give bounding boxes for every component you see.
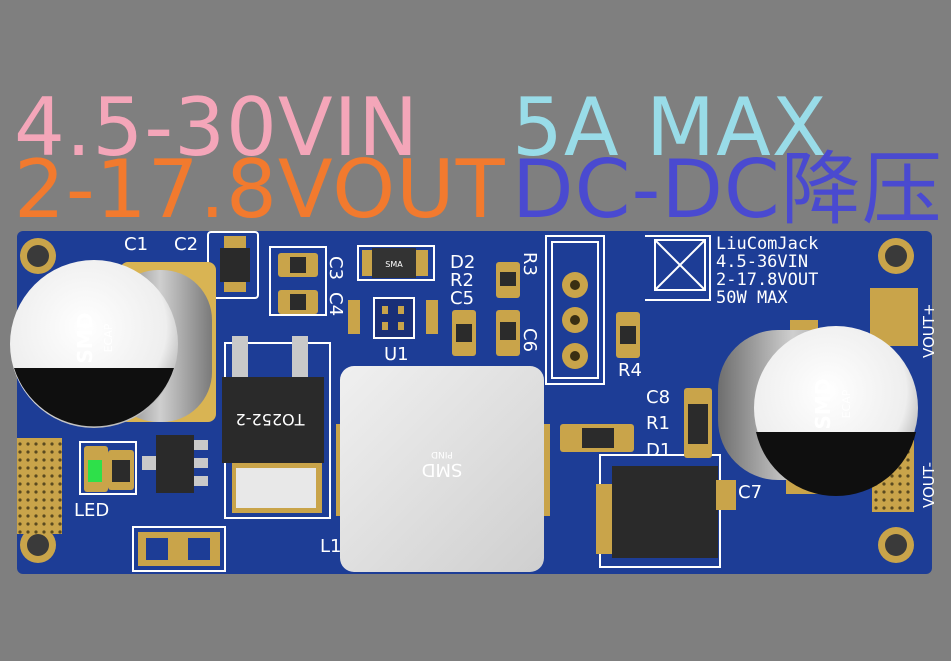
converter-type-title: DC-DC降压 bbox=[512, 143, 943, 236]
label-u1: U1 bbox=[384, 344, 409, 365]
cap-right-label-2: ECAP bbox=[840, 389, 853, 418]
output-voltage-title: 2-17.8VOUT bbox=[14, 143, 506, 236]
inductor bbox=[340, 366, 544, 572]
info-line-3: 2-17.8VOUT bbox=[716, 270, 818, 290]
label-c6: C6 bbox=[519, 328, 540, 352]
label-r3: R3 bbox=[519, 252, 540, 276]
to252-marking: TO252-2 bbox=[236, 410, 306, 429]
inductor-label-2: PIND bbox=[431, 449, 453, 459]
label-c3: C3 bbox=[325, 256, 346, 280]
input-voltage-title: 4.5-30VIN bbox=[14, 81, 420, 174]
label-r1: R1 bbox=[646, 413, 670, 434]
label-r2: R2 bbox=[450, 270, 474, 291]
label-c4: C4 bbox=[325, 292, 346, 316]
inductor-label-1: SMD bbox=[422, 459, 463, 480]
label-c5: C5 bbox=[450, 288, 474, 309]
cap-right-label-1: SMD bbox=[811, 379, 835, 430]
label-r4: R4 bbox=[618, 360, 642, 381]
label-c2: C2 bbox=[174, 234, 198, 255]
info-line-4: 50W MAX bbox=[716, 288, 788, 308]
label-d1: D1 bbox=[646, 440, 671, 461]
label-led: LED bbox=[74, 500, 109, 521]
cap-left-label-2: ECAP bbox=[102, 323, 115, 352]
mounting-hole-icon bbox=[20, 238, 914, 563]
cap-left-label-1: SMD bbox=[73, 313, 97, 364]
label-l1: L1 bbox=[320, 536, 341, 557]
info-line-2: 4.5-36VIN bbox=[716, 252, 808, 272]
max-current-title: 5A MAX bbox=[512, 81, 828, 174]
vout-minus-label: VOUT- bbox=[920, 462, 938, 508]
capacitor-right: SMD ECAP bbox=[718, 320, 918, 496]
vout-plus-label: VOUT+ bbox=[920, 303, 938, 358]
info-line-1: LiuComJack bbox=[716, 234, 818, 254]
label-c8: C8 bbox=[646, 387, 670, 408]
label-c1: C1 bbox=[124, 234, 148, 255]
sma-marking: SMA bbox=[385, 260, 403, 269]
label-d2: D2 bbox=[450, 252, 475, 273]
capacitor-left: SMD ECAP bbox=[10, 260, 216, 428]
label-c7: C7 bbox=[738, 482, 762, 503]
status-led bbox=[88, 460, 102, 482]
